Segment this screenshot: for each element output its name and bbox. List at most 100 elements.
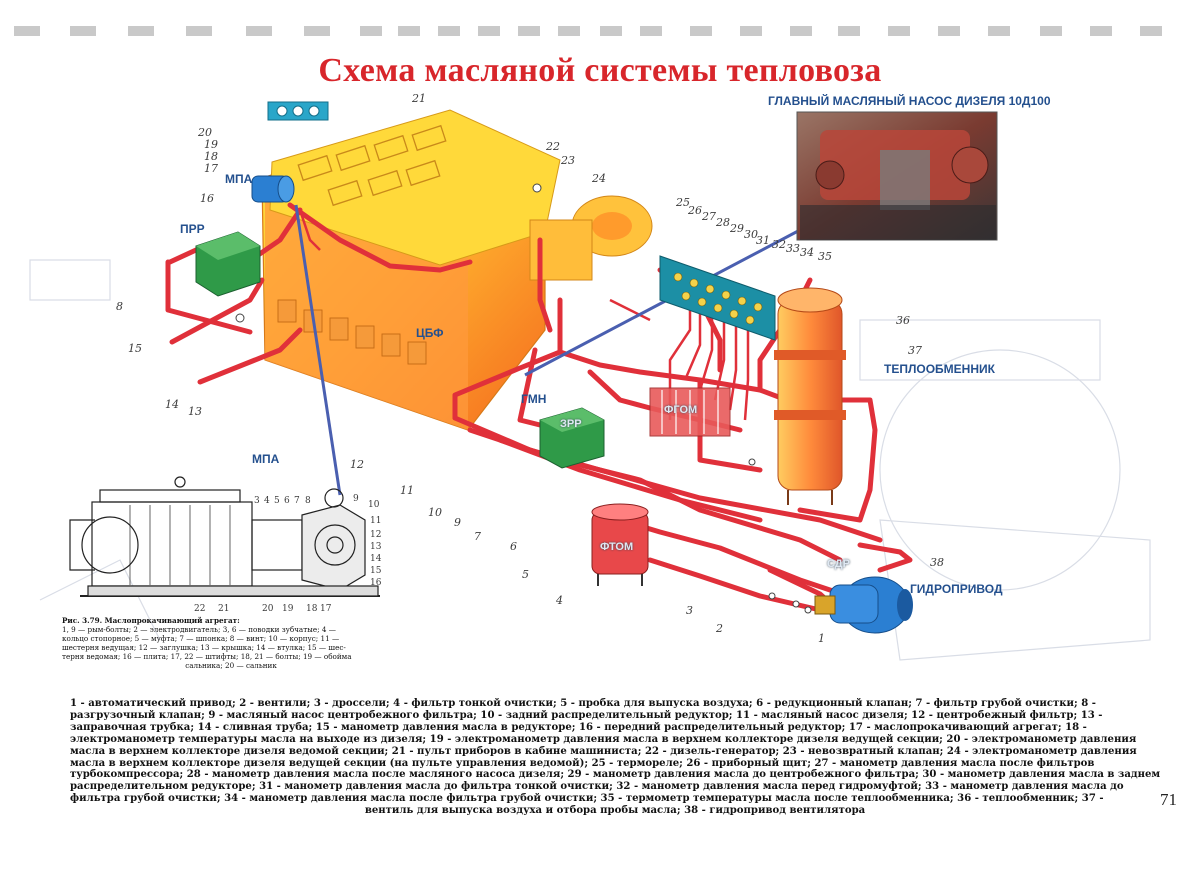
callout-18: 18	[204, 150, 218, 163]
mpa-inset-drawing	[69, 476, 380, 597]
prr-unit	[195, 231, 261, 297]
inset-callout-16: 16	[370, 578, 382, 588]
label-mpa-top: МПА	[225, 172, 253, 186]
inset-callout-6: 6	[284, 496, 290, 506]
callout-6: 6	[510, 540, 517, 553]
inset-figure-caption-title: Рис. 3.79. Маслопрокачивающий агрегат:	[62, 616, 240, 625]
label-mpa-inset: МПА	[252, 452, 280, 466]
label-zrr: ЗРР	[560, 418, 582, 430]
callout-2: 2	[716, 622, 723, 635]
callout-29: 29	[730, 222, 744, 235]
legend-line: 1 - автоматический привод; 2 - вентили; …	[70, 698, 1096, 709]
inset-callout-7: 7	[294, 496, 300, 506]
inset-callout-9: 9	[353, 494, 359, 504]
callout-37: 37	[908, 344, 922, 357]
callout-14: 14	[165, 398, 179, 411]
callout-1: 1	[818, 632, 825, 645]
callout-22: 22	[546, 140, 560, 153]
callout-16: 16	[200, 192, 214, 205]
callout-30: 30	[744, 228, 758, 241]
callout-28: 28	[716, 216, 730, 229]
page-number: 71	[1160, 790, 1177, 809]
inset-callout-5: 5	[274, 496, 280, 506]
legend-line: турбокомпрессора; 28 - манометр давления…	[70, 769, 1160, 781]
label-hydro-drive: ГИДРОПРИВОД	[910, 582, 1003, 596]
legend-line: масла в верхнем коллекторе дизеля ведомо…	[70, 745, 1137, 757]
callout-27: 27	[702, 210, 716, 223]
callout-25: 25	[676, 196, 690, 209]
callout-21: 21	[412, 92, 426, 105]
callout-7: 7	[474, 530, 481, 543]
legend-line: распределительном редукторе; 31 - маноме…	[70, 781, 1124, 793]
legend-text: 1 - автоматический привод; 2 - вентили; …	[70, 698, 1160, 817]
inset-callout-10: 10	[368, 500, 380, 510]
instrument-panel-21	[267, 101, 329, 121]
label-sdr: СДР	[827, 558, 850, 570]
pointer-lines	[294, 204, 801, 496]
callout-5: 5	[522, 568, 529, 581]
label-cbf: ЦБФ	[416, 326, 444, 340]
inset-callout-11: 11	[370, 516, 382, 526]
top-strip	[14, 26, 1162, 36]
inset-callout-8: 8	[305, 496, 311, 506]
inset-callout-13: 13	[370, 542, 382, 552]
inset-callout-21: 21	[218, 604, 230, 614]
label-prr: ПРР	[180, 222, 205, 236]
legend-line: электроманометр температуры масла на вых…	[70, 733, 1137, 745]
legend-line: вентиль для выпуска воздуха и отбора про…	[364, 805, 866, 817]
callout-19: 19	[204, 138, 218, 151]
callout-23: 23	[561, 154, 575, 167]
main-oil-pump-photo-caption: ГЛАВНЫЙ МАСЛЯНЫЙ НАСОС ДИЗЕЛЯ 10Д100	[768, 94, 1051, 108]
label-fgom: ФГОМ	[664, 404, 698, 416]
callout-11: 11	[400, 484, 414, 497]
label-gmn: ГМН	[521, 392, 547, 406]
ftom-filter	[591, 503, 649, 586]
inset-callout-14: 14	[370, 554, 382, 564]
callout-17: 17	[204, 162, 218, 175]
callout-33: 33	[786, 242, 800, 255]
schematic-valves	[235, 183, 812, 614]
inset-callout-20: 20	[262, 604, 274, 614]
inset-callout-4: 4	[264, 496, 270, 506]
inset-figure-caption-line: кольцо стопорное; 5 — муфта; 7 — шпонка;…	[62, 634, 340, 643]
callout-20: 20	[198, 126, 212, 139]
legend-line: фильтра грубой очистки; 34 - манометр да…	[70, 793, 1104, 805]
legend-line: заправочная трубка; 14 - сливная труба; …	[70, 721, 1087, 733]
callout-34: 34	[800, 246, 814, 259]
inset-callout-18: 18	[306, 604, 318, 614]
inset-callout-17: 17	[320, 604, 332, 614]
callout-12: 12	[350, 458, 364, 471]
hydro-drive-unit	[814, 576, 913, 634]
callout-31: 31	[756, 234, 770, 247]
gauge-panel	[659, 255, 776, 341]
callout-35: 35	[818, 250, 832, 263]
callout-15: 15	[128, 342, 142, 355]
inset-figure-caption-line: шестерня ведущая; 12 — заглушка; 13 — кр…	[62, 643, 346, 652]
inset-figure-caption: Рис. 3.79. Маслопрокачивающий агрегат: 1…	[62, 616, 400, 670]
callout-38: 38	[930, 556, 944, 569]
heat-exchanger-tank	[774, 287, 846, 505]
callout-36: 36	[896, 314, 910, 327]
label-ftom: ФТОМ	[600, 541, 634, 553]
inset-callout-12: 12	[370, 530, 382, 540]
callout-26: 26	[688, 204, 702, 217]
inset-figure-caption-line: 1, 9 — рым-болты; 2 — электродвигатель; …	[62, 625, 336, 634]
mpa-top-unit	[251, 175, 295, 203]
oil-system-schematic	[29, 101, 1151, 661]
page-title: Схема масляной системы тепловоза	[318, 52, 882, 89]
inset-figure-caption-line: терня ведомая; 16 — плита; 17, 22 — штиф…	[62, 652, 352, 661]
callout-32: 32	[772, 238, 786, 251]
fgom-filter	[649, 387, 731, 437]
callout-8: 8	[116, 300, 123, 313]
callout-4: 4	[556, 594, 563, 607]
inset-callout-19: 19	[282, 604, 294, 614]
inset-callout-15: 15	[370, 566, 382, 576]
legend-line: разгрузочный клапан; 9 - масляный насос …	[70, 709, 1103, 721]
label-heat-exchanger: ТЕПЛООБМЕННИК	[884, 362, 995, 376]
callout-9: 9	[454, 516, 461, 529]
callout-10: 10	[428, 506, 442, 519]
callout-3: 3	[686, 604, 693, 617]
diesel-engine-block	[261, 109, 653, 431]
zrr-unit	[539, 407, 605, 469]
main-oil-pump-photo	[796, 111, 998, 241]
